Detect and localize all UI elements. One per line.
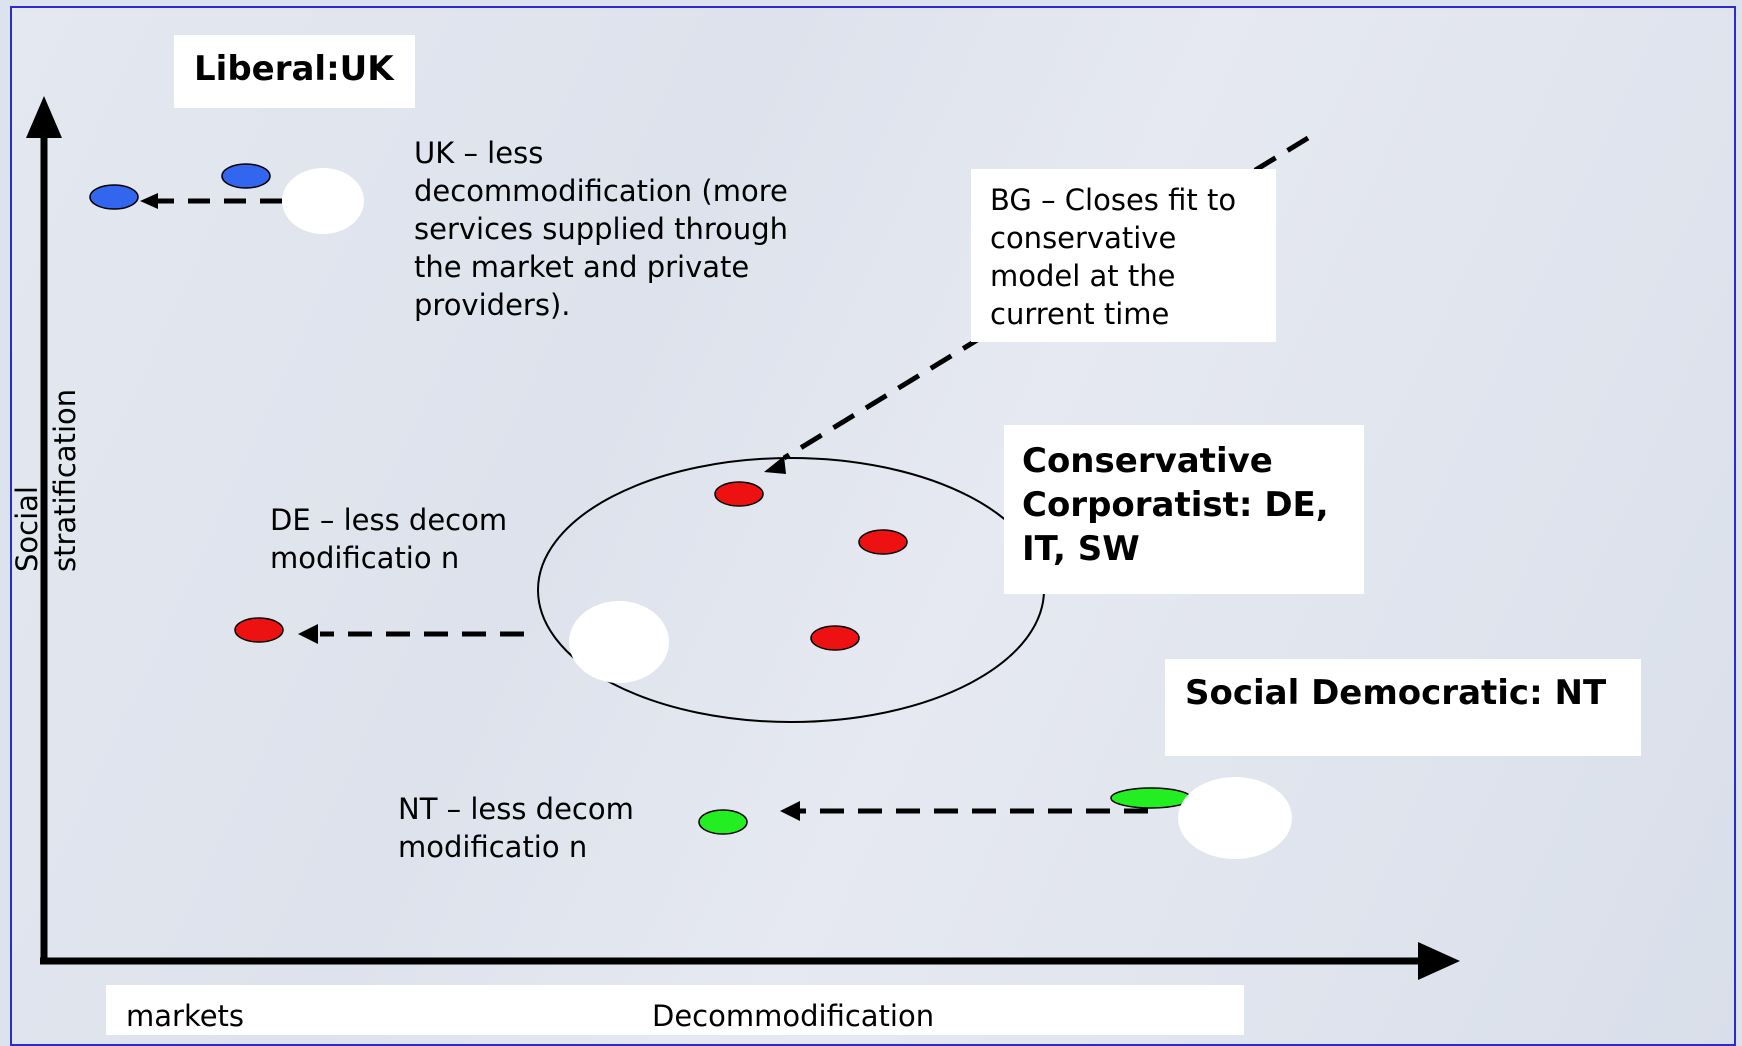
conservative-dot-2 bbox=[858, 529, 908, 555]
uk-note: UK – less decommodification (more servic… bbox=[414, 136, 789, 322]
social-democratic-title: Social Democratic: NT bbox=[1185, 673, 1607, 713]
social-democratic-title-box: Social Democratic: NT bbox=[1165, 659, 1641, 756]
de-note: DE – less decommodificatio n bbox=[270, 503, 508, 575]
y-axis-label: Social stratification bbox=[10, 388, 82, 572]
x-axis-left-label: markets bbox=[126, 999, 245, 1033]
bg-note: BG – Closes fit to conservative model at… bbox=[990, 183, 1237, 331]
nt-dot-left bbox=[698, 809, 748, 835]
bg-note-box: BG – Closes fit to conservative model at… bbox=[971, 169, 1276, 342]
bg-arrowhead bbox=[764, 456, 786, 474]
de-arrowhead bbox=[298, 624, 318, 644]
uk-white-origin bbox=[282, 168, 364, 234]
x-axis-label-box: markets Decommodification bbox=[106, 985, 1244, 1035]
nt-dot-right bbox=[1110, 787, 1192, 809]
de-white-origin bbox=[569, 601, 669, 683]
conservative-dot-3 bbox=[810, 625, 860, 651]
nt-note: NT – less decommodificatio n bbox=[398, 792, 634, 864]
x-axis-arrowhead bbox=[1418, 942, 1460, 980]
conservative-title-box: Conservative Corporatist: DE, IT, SW bbox=[1004, 425, 1364, 594]
nt-white-origin bbox=[1178, 777, 1292, 859]
uk-dot-upper bbox=[221, 163, 271, 189]
liberal-title-box: Liberal:UK bbox=[174, 35, 415, 108]
x-axis-label: Decommodification bbox=[652, 999, 935, 1033]
uk-arrowhead bbox=[140, 193, 158, 209]
y-axis-arrowhead bbox=[26, 96, 62, 138]
nt-arrowhead bbox=[780, 801, 800, 821]
de-dot bbox=[234, 617, 284, 643]
liberal-title: Liberal:UK bbox=[194, 49, 394, 89]
conservative-title: Conservative Corporatist: DE, IT, SW bbox=[1022, 441, 1329, 569]
uk-dot-left bbox=[89, 184, 139, 210]
conservative-dot-1 bbox=[714, 481, 764, 507]
